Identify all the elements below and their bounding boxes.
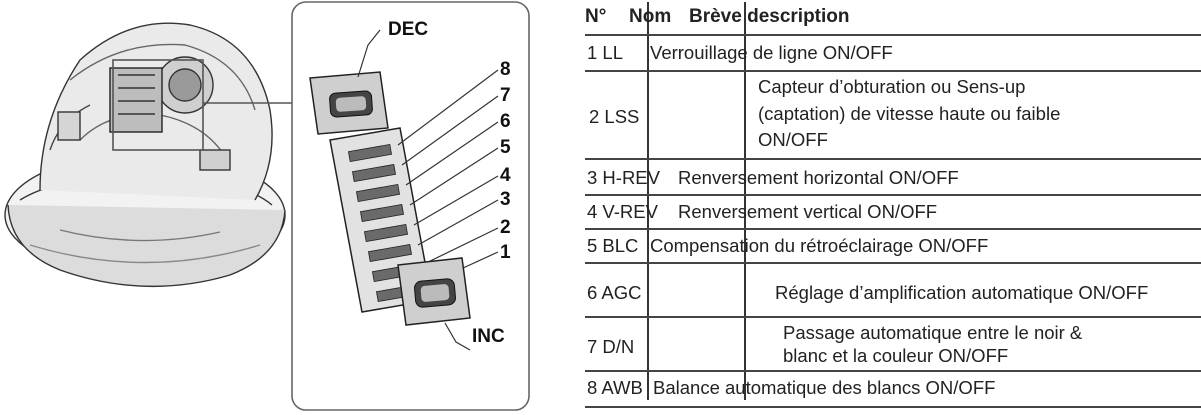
row-desc: Compensation du rétroéclairage ON/OFF [650,235,989,256]
dec-label: DEC [388,19,429,40]
table-rule [585,228,1201,230]
table-rule [585,194,1201,196]
inc-button-drawing [397,257,471,326]
switch-number-4: 4 [500,165,511,186]
table-rule [585,370,1201,372]
row-desc-line: (captation) de vitesse haute ou faible [758,103,1061,124]
row-id: 3 H-REV [587,167,660,188]
row-id: 7 D/N [587,336,635,357]
row-desc: Verrouillage de ligne ON/OFF [650,42,893,63]
row-id: 1 LL [587,42,624,63]
row-desc-line: ON/OFF [758,129,828,150]
switch-number-3: 3 [500,189,511,210]
switch-number-2: 2 [500,217,511,238]
inc-label: INC [472,326,505,347]
switch-number-1: 1 [500,242,511,263]
row-id: 2 LSS [589,106,640,127]
header-name: Nom [629,6,672,27]
header-num: N° [585,6,607,27]
row-id: 5 BLC [587,235,639,256]
row-desc-line: blanc et la couleur ON/OFF [783,345,1009,366]
zoom-highlight-box [112,59,204,151]
camera-drawing [4,22,286,288]
table-vertical-line-1 [647,2,649,400]
switch-number-7: 7 [500,85,511,106]
row-id: 6 AGC [587,282,642,303]
table-rule [585,406,1201,408]
row-id: 4 V-REV [587,201,658,222]
row-desc: Réglage d’amplification automatique ON/O… [775,282,1149,303]
table-rule [585,70,1201,72]
table-header: N° Nom Brève description [585,6,1201,32]
dip-switch-block [329,69,499,313]
table-rule [585,158,1201,160]
row-desc: Balance automatique des blancs ON/OFF [653,377,996,398]
dip-switch-table: N° Nom Brève description 1 LL Verrouilla… [560,0,1201,415]
table-rule [585,262,1201,264]
row-id: 8 AWB [587,377,643,398]
row-desc-line: Capteur d’obturation ou Sens-up [758,76,1026,97]
row-desc: Renversement horizontal ON/OFF [678,167,959,188]
switch-number-8: 8 [500,59,511,80]
row-desc-line: Passage automatique entre le noir & [783,322,1083,343]
header-desc: Brève description [689,6,850,27]
row-desc: Renversement vertical ON/OFF [678,201,938,222]
switch-number-6: 6 [500,111,511,132]
table-rule [585,34,1201,36]
dome-camera-illustration [4,1,530,411]
table-rule [585,316,1201,318]
dec-button-drawing [309,71,389,135]
switch-number-5: 5 [500,137,511,158]
table-vertical-line-2 [744,2,746,400]
camera-dip-switch-figure: DEC INC 8 7 6 5 4 3 2 1 [0,0,560,415]
